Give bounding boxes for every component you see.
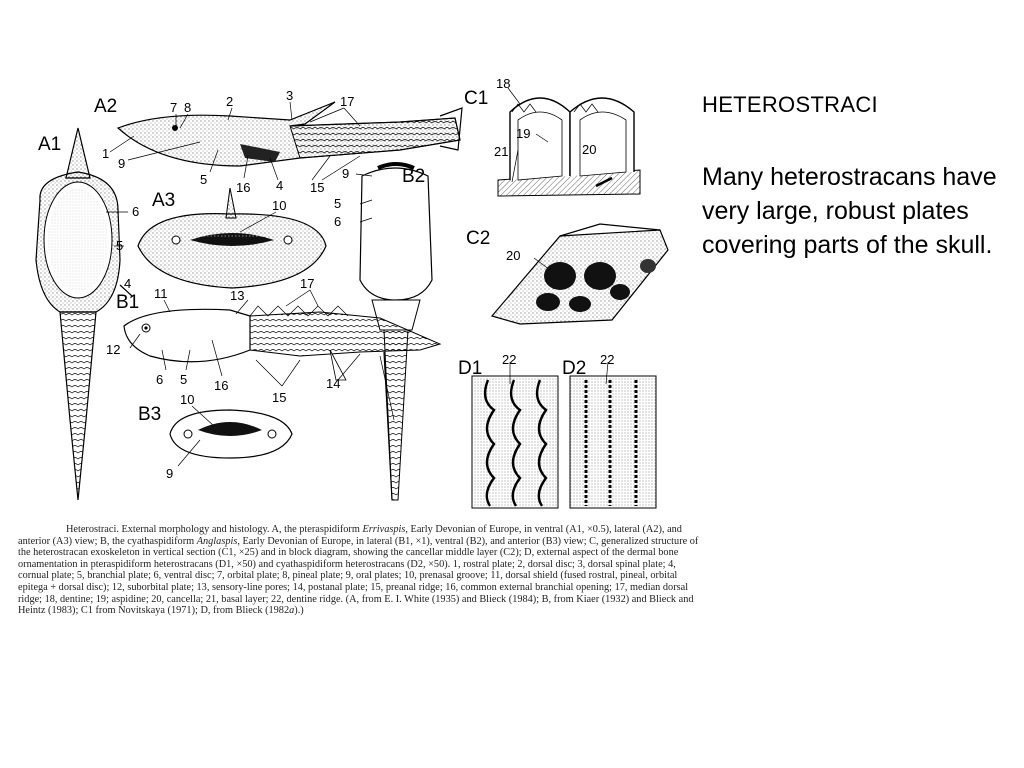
callout-1: 1: [102, 146, 109, 161]
callout-8: 8: [184, 100, 191, 115]
d2-ornamentation: [569, 375, 657, 509]
panel-label-b1: B1: [116, 292, 139, 313]
callout-20-c2: 20: [506, 248, 520, 263]
c2-block-diagram: [490, 223, 669, 325]
b1-lateral-view: [123, 305, 442, 501]
callout-11: 11: [154, 286, 168, 301]
callout-5-a2: 5: [200, 172, 207, 187]
slide-text-panel: HETEROSTRACI Many heterostracans have ve…: [702, 90, 1017, 262]
callout-9-b2: 9: [342, 166, 349, 181]
caption-part-2: , Early Devonian of Europe, in ventral (…: [18, 524, 682, 547]
callout-10-b3: 10: [180, 392, 194, 407]
a1-ventral-view: [35, 127, 133, 501]
callout-6-b2: 6: [334, 214, 341, 229]
caption-text: Heterostraci. External morphology and hi…: [18, 524, 702, 617]
callout-5-a1: 5: [116, 238, 123, 253]
panel-label-a1: A1: [38, 134, 61, 155]
figure-drawing: A2 A1 A3 B1 B2 B3 C1 C2 D1 D2 7 8 2 3 17…: [35, 76, 669, 509]
callout-21: 21: [494, 144, 508, 159]
panel-label-c1: C1: [464, 88, 488, 109]
callout-15-a2: 15: [310, 180, 324, 195]
a3-anterior-view: [137, 187, 327, 289]
callout-15-b1: 15: [272, 390, 286, 405]
figure-caption: Heterostraci. External morphology and hi…: [18, 524, 702, 617]
callout-17-a2: 17: [340, 94, 354, 109]
panel-label-b2: B2: [402, 166, 425, 187]
a2-lateral-view: [116, 101, 463, 167]
callout-6-b1: 6: [156, 372, 163, 387]
callout-20-c1: 20: [582, 142, 596, 157]
callout-6-a1: 6: [132, 204, 139, 219]
callout-13: 13: [230, 288, 244, 303]
b3-anterior-view: [169, 409, 293, 459]
callout-22-d1: 22: [502, 352, 516, 367]
callout-9-a2: 9: [118, 156, 125, 171]
callout-10-a3: 10: [272, 198, 286, 213]
callout-4-a1: 4: [124, 276, 131, 291]
callout-5-b1: 5: [180, 372, 187, 387]
callout-16-b1: 16: [214, 378, 228, 393]
caption-genus-errivaspis: Errivaspis: [362, 524, 406, 535]
c1-vertical-section: [497, 97, 641, 197]
heterostraci-figure: A2 A1 A3 B1 B2 B3 C1 C2 D1 D2 7 8 2 3 17…: [18, 76, 702, 617]
caption-lead: Heterostraci. External morphology and hi…: [66, 524, 363, 535]
panel-label-d1: D1: [458, 358, 482, 379]
slide-title: HETEROSTRACI: [702, 92, 878, 117]
callout-22-d2: 22: [600, 352, 614, 367]
panel-label-d2: D2: [562, 358, 586, 379]
callout-17-b1: 17: [300, 276, 314, 291]
callout-9-b3: 9: [166, 466, 173, 481]
callout-7: 7: [170, 100, 177, 115]
callout-5-b2: 5: [334, 196, 341, 211]
panel-label-c2: C2: [466, 228, 490, 249]
callout-14: 14: [326, 376, 340, 391]
callout-19: 19: [516, 126, 530, 141]
caption-tail: ).): [294, 605, 304, 617]
panel-label-a2: A2: [94, 96, 117, 117]
callout-12: 12: [106, 342, 120, 357]
caption-genus-anglaspis: Anglaspis: [196, 535, 238, 547]
d1-ornamentation: [471, 375, 559, 509]
panel-label-b3: B3: [138, 404, 161, 425]
caption-italic-a: a: [289, 605, 295, 617]
callout-18: 18: [496, 76, 510, 91]
panel-label-a3: A3: [152, 190, 175, 211]
slide-body: Many heterostracans have very large, rob…: [702, 163, 997, 259]
callout-16-a2: 16: [236, 180, 250, 195]
callout-2: 2: [226, 94, 233, 109]
leader-lines: [106, 87, 609, 467]
callout-3: 3: [286, 88, 293, 103]
caption-part-3: , Early Devonian of Europe, in lateral (…: [18, 535, 699, 617]
callout-4-a2: 4: [276, 178, 283, 193]
